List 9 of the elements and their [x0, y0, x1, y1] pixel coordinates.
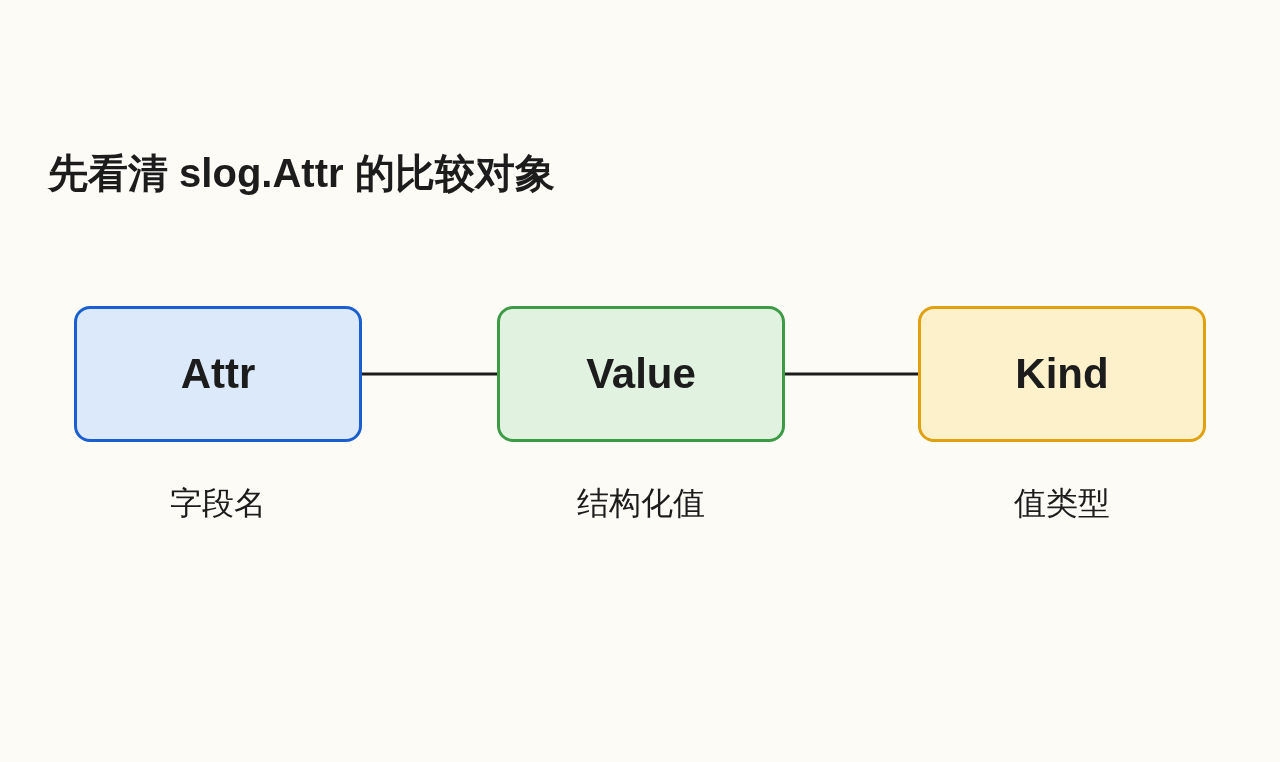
caption-text: 字段名	[170, 484, 266, 523]
process-box: Attr	[74, 306, 362, 442]
process-box: Value	[497, 306, 785, 442]
caption-text: 结构化值	[577, 484, 705, 523]
process-box: Kind	[918, 306, 1206, 442]
caption-text: 值类型	[1014, 484, 1110, 523]
connector-line	[362, 372, 497, 376]
title: 先看清 slog.Attr 的比较对象	[48, 150, 555, 197]
connector-line	[785, 372, 918, 376]
